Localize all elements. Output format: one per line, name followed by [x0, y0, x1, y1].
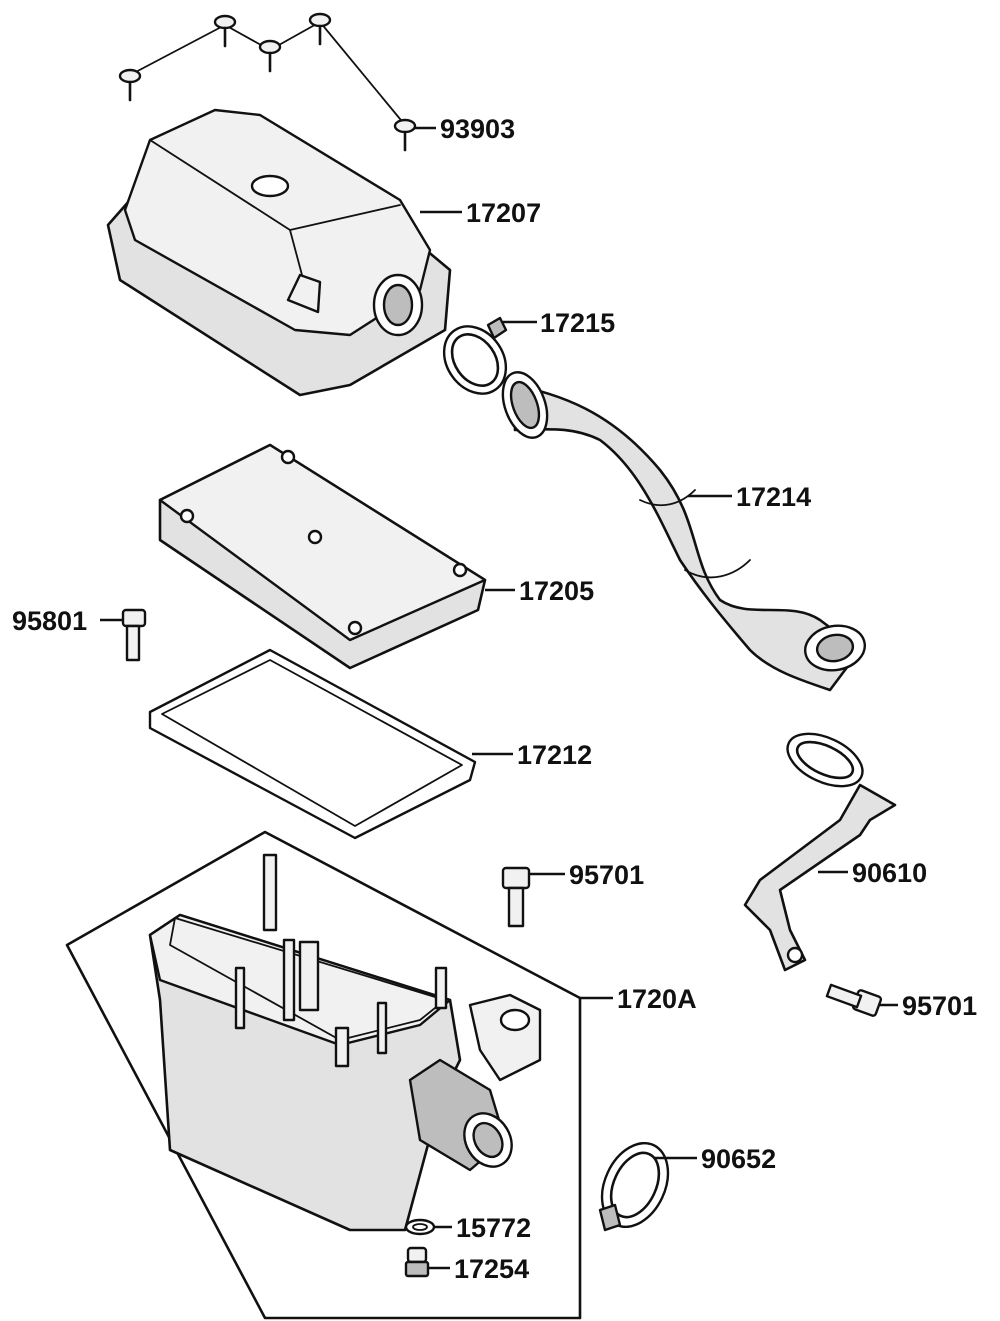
screw-5: [393, 118, 417, 152]
label-17215: 17215: [540, 308, 615, 338]
label-95801: 95801: [12, 606, 87, 636]
case-callout-outline: [65, 830, 582, 1320]
label-17214: 17214: [736, 482, 811, 512]
label-95701-b: 95701: [902, 991, 977, 1021]
bolt-95801: 95801: [12, 606, 147, 662]
label-17212: 17212: [517, 740, 592, 770]
label-1720A: 1720A: [617, 984, 697, 1014]
bracket-90610: 90610: [743, 732, 927, 972]
screw-2: [213, 14, 237, 48]
screw-3: [258, 39, 282, 73]
air-cleaner-cover: 17207: [106, 108, 541, 397]
label-15772: 15772: [456, 1213, 531, 1243]
label-90652: 90652: [701, 1144, 776, 1174]
cover-hole: [250, 174, 290, 198]
label-17205: 17205: [519, 576, 594, 606]
intake-duct-17214: 17214: [501, 371, 866, 692]
element-plate-17205: 17205: [158, 443, 594, 670]
screw-1: [118, 68, 142, 102]
air-cleaner-case-1720A: 1720A: [65, 830, 697, 1320]
label-90610: 90610: [852, 858, 927, 888]
label-95701-a: 95701: [569, 860, 644, 890]
hose-clamp-90652: 90652: [598, 1141, 776, 1232]
label-17254: 17254: [454, 1254, 529, 1284]
bolt-95701-a: 95701: [501, 860, 644, 928]
label-93903: 93903: [440, 114, 515, 144]
screw-4: [308, 12, 332, 46]
drain-plug-17254: 17254: [404, 1246, 529, 1284]
label-17207: 17207: [466, 198, 541, 228]
screw-connector-line: [129, 21, 406, 126]
bolt-95701-b: 95701: [825, 983, 977, 1021]
gasket-17212: 17212: [148, 648, 592, 840]
screw-group-93903: 93903: [118, 12, 515, 152]
hose-clamp-17215: 17215: [442, 308, 615, 395]
o-ring-15772: 15772: [404, 1213, 531, 1243]
